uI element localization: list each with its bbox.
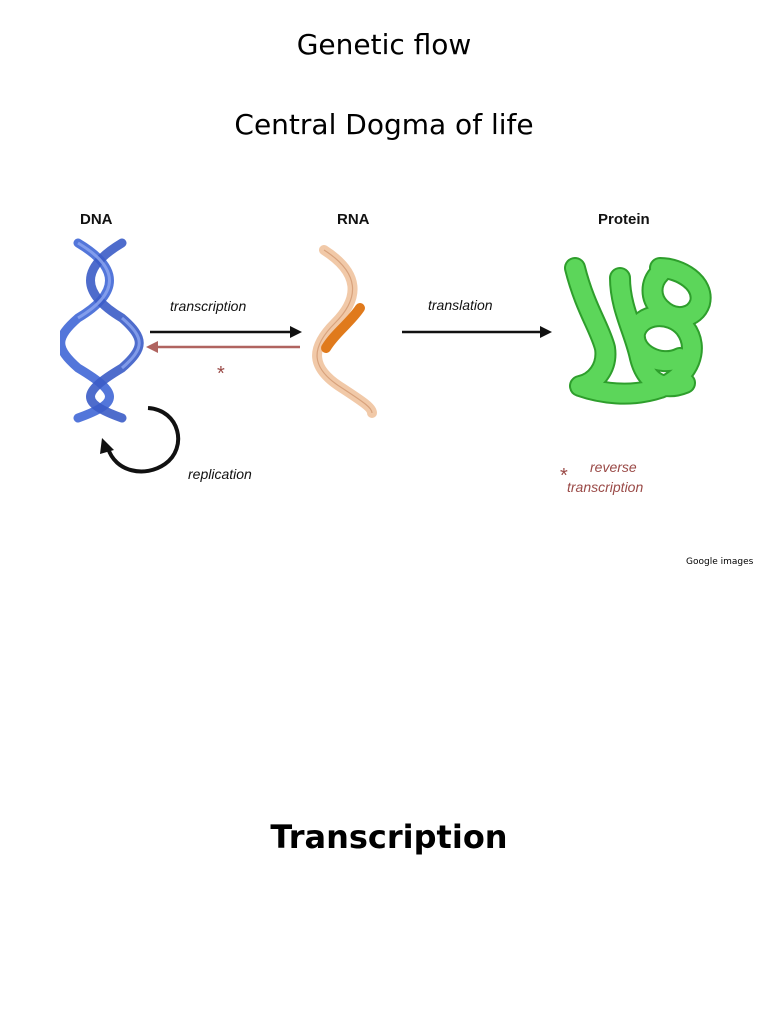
section-heading: Transcription: [270, 818, 508, 856]
translation-arrow-icon: [402, 326, 552, 338]
protein-icon: [564, 257, 712, 405]
dna-label: DNA: [80, 211, 113, 228]
legend-asterisk: *: [560, 465, 568, 487]
rna-strand-icon: [312, 245, 377, 418]
transcription-label: transcription: [170, 298, 246, 314]
slide-title: Genetic flow: [296, 28, 472, 61]
legend-reverse-line2: transcription: [567, 479, 643, 495]
transcription-arrow-icon: [150, 326, 302, 338]
dna-helix-icon: [60, 238, 144, 423]
image-credit: Google images: [686, 557, 754, 567]
replication-arrow-icon: [100, 406, 181, 474]
reverse-asterisk: *: [217, 363, 225, 385]
replication-label: replication: [188, 466, 252, 482]
reverse-transcription-arrow-icon: [146, 341, 300, 353]
legend-reverse-line1: reverse: [590, 459, 637, 475]
translation-label: translation: [428, 297, 493, 313]
slide-subtitle: Central Dogma of life: [234, 108, 534, 141]
rna-label: RNA: [337, 211, 370, 228]
central-dogma-diagram: DNA RNA Protein replication transcriptio…: [60, 211, 712, 495]
protein-label: Protein: [598, 211, 650, 228]
